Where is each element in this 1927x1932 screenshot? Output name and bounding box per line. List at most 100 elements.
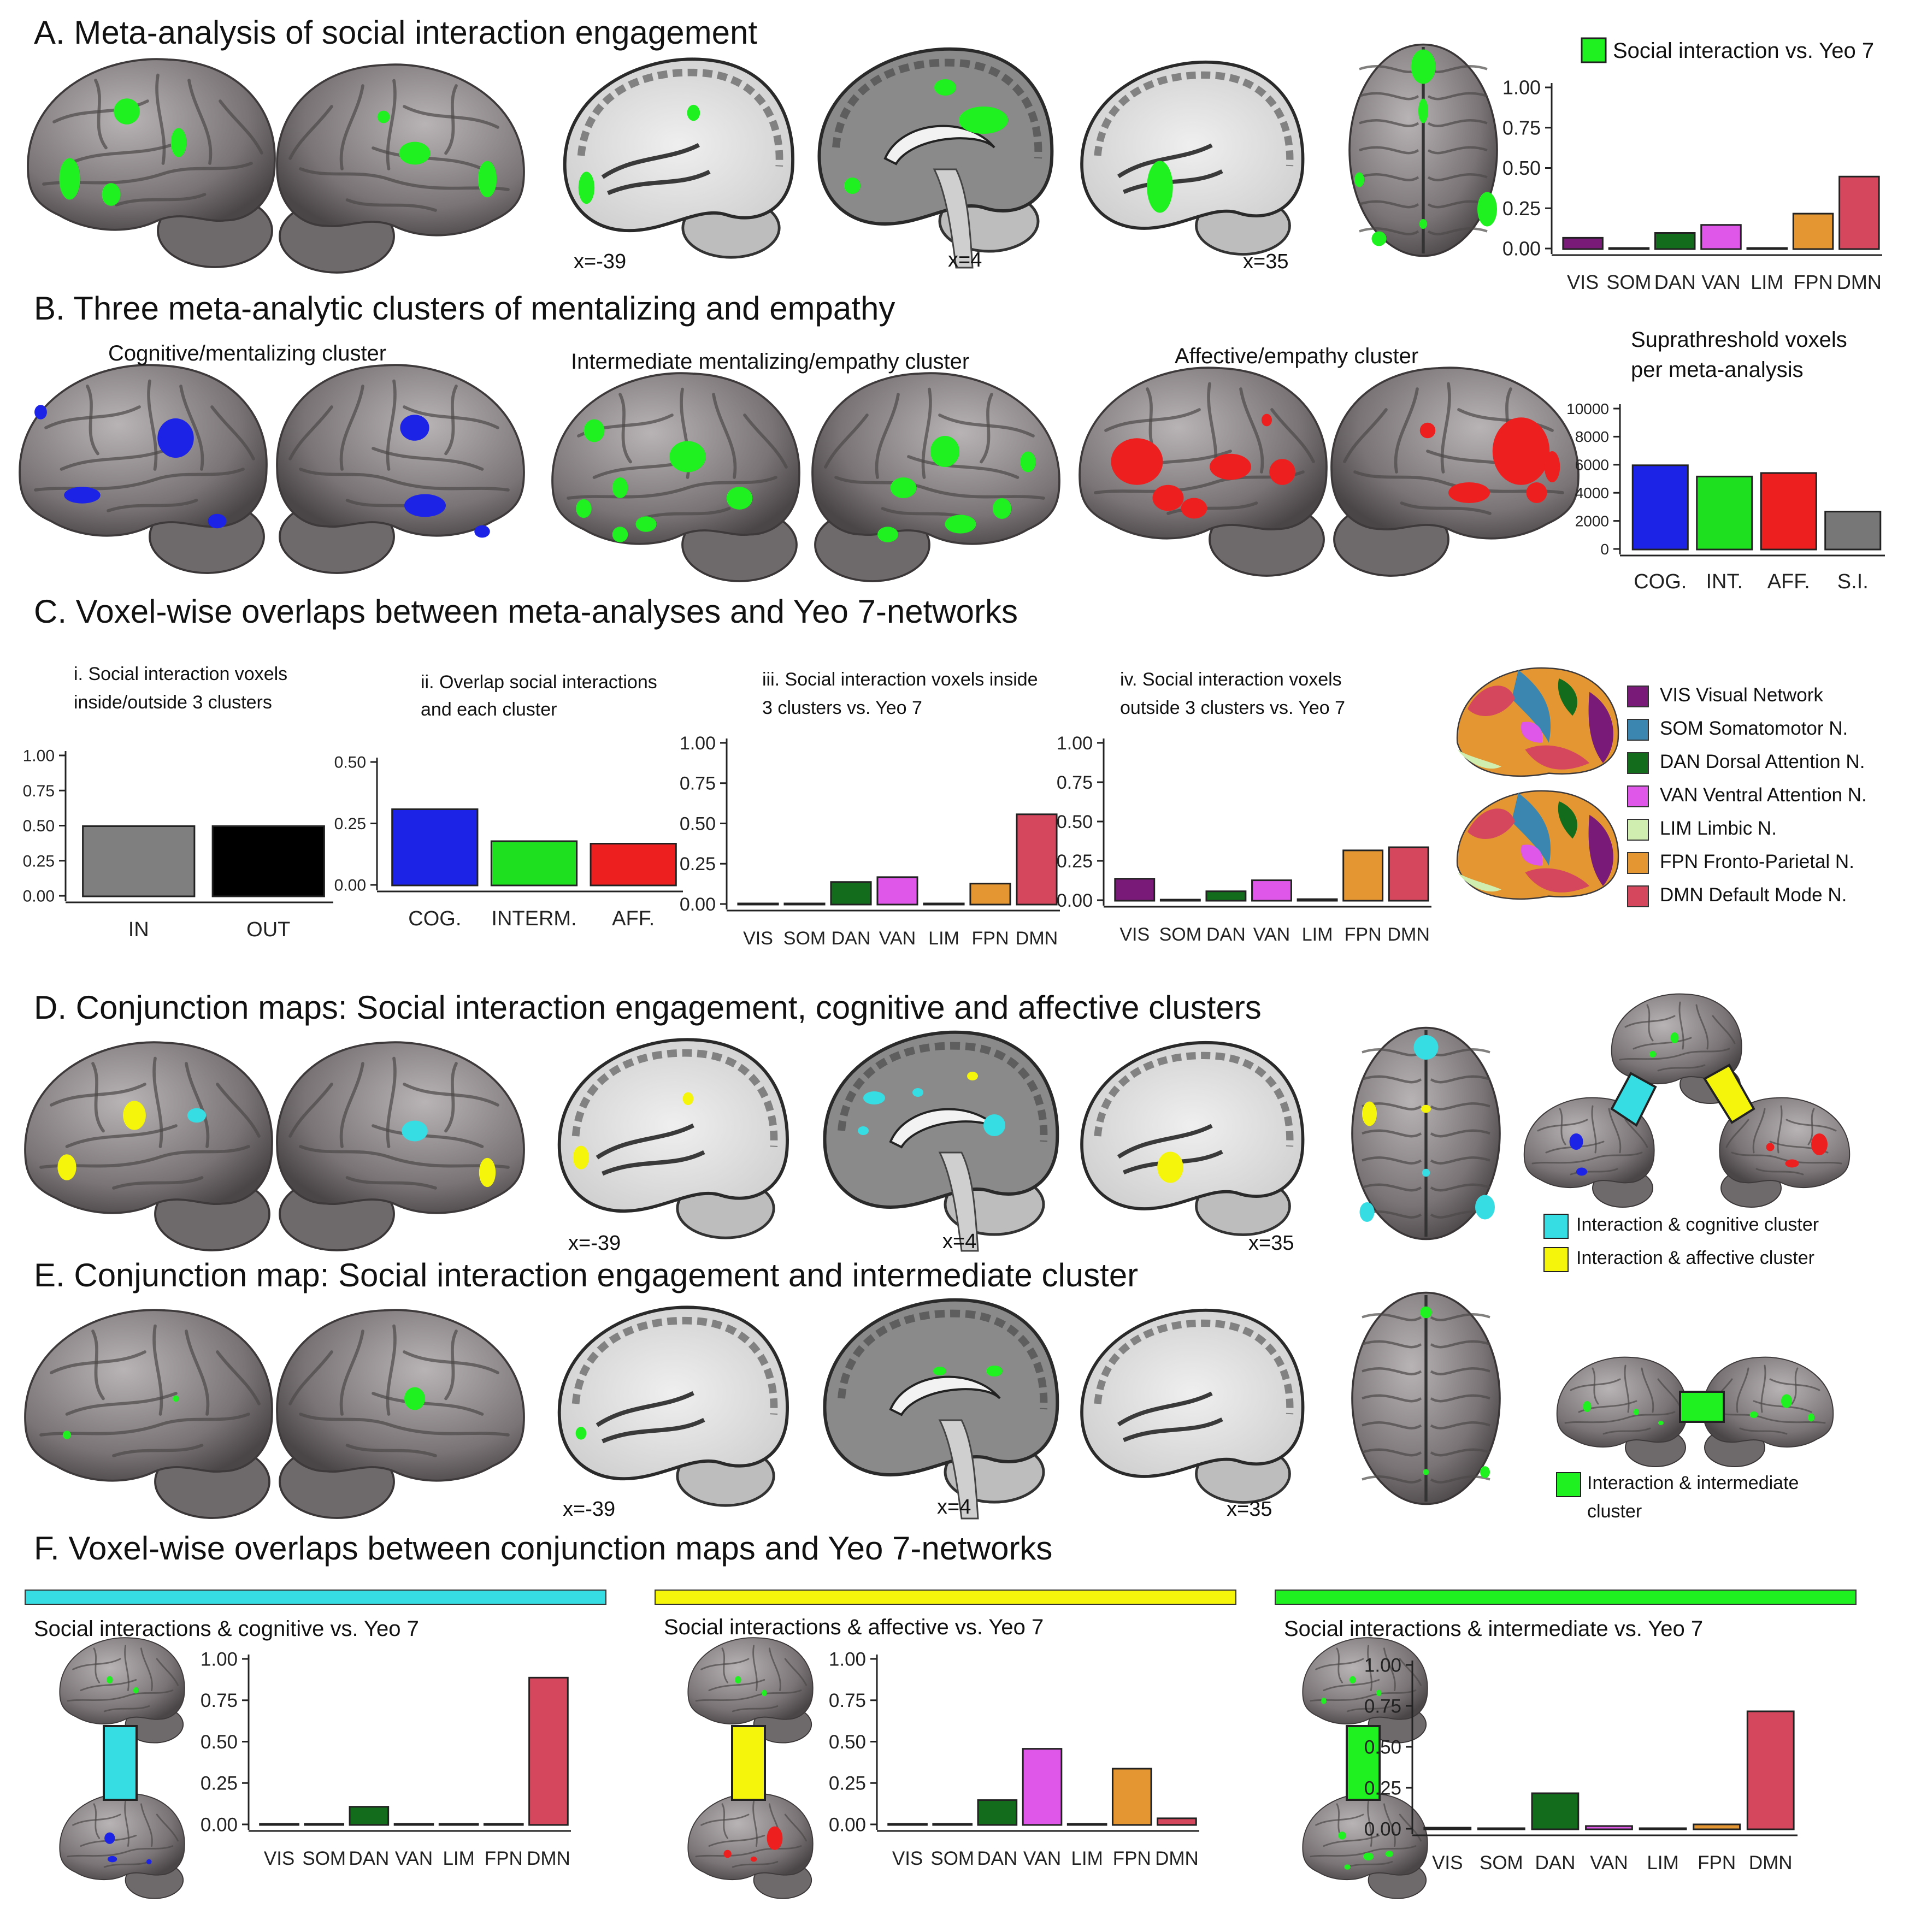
coord-label: x=4 xyxy=(942,1230,977,1253)
sulcus xyxy=(103,1860,150,1868)
y-tick-label: 0.50 xyxy=(680,813,716,834)
y-tick-label: 0.50 xyxy=(1364,1736,1401,1758)
sulcus xyxy=(708,1834,765,1847)
bar-som xyxy=(1159,899,1201,902)
bar-dmn xyxy=(1388,846,1429,902)
x-tick-label: VAN xyxy=(879,928,916,949)
coord-label: x=-39 xyxy=(574,250,627,273)
sulcus xyxy=(299,1145,510,1169)
activation-blob xyxy=(1448,482,1490,503)
legend-swatch-yellow xyxy=(1543,1247,1569,1272)
sagittal-slice xyxy=(557,1038,789,1239)
sulcus xyxy=(72,1658,121,1670)
lateral-brain xyxy=(276,63,525,274)
activation-blob xyxy=(62,1431,72,1439)
x-tick-label: FPN xyxy=(485,1848,523,1869)
sulcus xyxy=(1657,1378,1681,1408)
sulcus xyxy=(1400,501,1492,515)
bar-vis xyxy=(1114,878,1156,902)
activation-blob xyxy=(1020,451,1036,472)
sulcus xyxy=(1678,1001,1684,1050)
sulcus xyxy=(299,1413,510,1437)
sulcus xyxy=(1336,1647,1343,1683)
bar-lim xyxy=(923,902,965,906)
bar-fpn xyxy=(483,1823,524,1826)
x-tick-label: SOM xyxy=(302,1848,346,1869)
y-tick-label: 0.25 xyxy=(1364,1777,1401,1799)
coord-label: x=-39 xyxy=(568,1232,621,1255)
gyri xyxy=(571,1049,778,1147)
activation-blob xyxy=(400,415,429,441)
sulcus xyxy=(444,84,458,155)
sulcus xyxy=(1440,382,1451,474)
sulcus xyxy=(1362,1075,1422,1084)
sulcus xyxy=(700,1658,750,1670)
sulcus xyxy=(1755,1168,1804,1175)
sulcus xyxy=(1346,1705,1393,1712)
bar-title-line1: Suprathreshold voxels xyxy=(1631,328,1847,352)
sulcus xyxy=(1430,1183,1490,1192)
sulcus xyxy=(91,1062,105,1133)
sulcus xyxy=(1427,146,1488,155)
activation-blob xyxy=(1181,498,1207,519)
sulcus xyxy=(80,1679,137,1692)
bar-van xyxy=(1251,879,1292,902)
x-tick-label: AFF. xyxy=(1767,570,1810,593)
f-color-bar-cyan xyxy=(25,1590,606,1605)
sulcus xyxy=(1570,1378,1621,1391)
bar-van xyxy=(1585,1825,1633,1830)
bar-som xyxy=(304,1823,345,1826)
sulcus xyxy=(115,193,207,206)
sulcus xyxy=(1624,1364,1630,1413)
f-connector xyxy=(1346,1725,1381,1801)
sulcus xyxy=(386,79,397,170)
y-tick-label: 0.25 xyxy=(829,1773,866,1794)
sulcus xyxy=(1760,1364,1766,1413)
sulcus xyxy=(1633,1037,1692,1050)
lateral-brain xyxy=(24,1309,273,1519)
lateral-brain xyxy=(276,1309,525,1519)
white-matter-lines xyxy=(601,143,711,196)
sulcus xyxy=(1736,1367,1749,1413)
x-tick-label: DAN xyxy=(1654,271,1696,293)
yeo-region xyxy=(1511,670,1551,743)
sulcus xyxy=(345,1444,437,1457)
activation-blob xyxy=(170,128,187,157)
x-tick-label: DAN xyxy=(1206,924,1246,945)
x-tick-label: DMN xyxy=(1016,928,1058,949)
activation-blob xyxy=(114,98,140,125)
y-tick-label: 8000 xyxy=(1575,428,1609,445)
sulcus xyxy=(1359,173,1419,181)
yeo-legend-label: FPN Fronto-Parietal N. xyxy=(1660,851,1854,872)
lateral-brain xyxy=(276,1041,525,1251)
sulcus xyxy=(288,105,333,160)
activation-blob xyxy=(1321,1698,1327,1704)
activation-blob xyxy=(1411,49,1436,84)
y-tick-label: 1.00 xyxy=(680,733,716,754)
y-tick-label: 0.00 xyxy=(334,877,366,895)
sulcus xyxy=(1166,501,1258,515)
sulcus xyxy=(712,393,737,479)
mini-brain xyxy=(1702,1356,1834,1467)
sulcus xyxy=(403,405,499,429)
activation-blob xyxy=(133,1687,139,1694)
bar-dmn xyxy=(1838,175,1880,250)
activation-blob xyxy=(1338,1831,1346,1840)
sulcus xyxy=(345,1176,437,1190)
cortex xyxy=(276,364,525,537)
activation-blob xyxy=(877,527,898,542)
sulcus xyxy=(824,413,869,469)
x-tick-label: DAN xyxy=(977,1848,1017,1869)
x-tick-label: LIM xyxy=(443,1848,474,1869)
activation-blob xyxy=(1634,1409,1639,1415)
sulcus xyxy=(386,1056,397,1148)
sulcus xyxy=(1725,1119,1749,1148)
activation-blob xyxy=(1811,1133,1828,1155)
y-tick-label: 2000 xyxy=(1575,512,1609,529)
activation-blob xyxy=(208,513,227,529)
legend-cog-label: Interaction & cognitive cluster xyxy=(1576,1214,1819,1235)
sulcus xyxy=(67,1845,174,1858)
